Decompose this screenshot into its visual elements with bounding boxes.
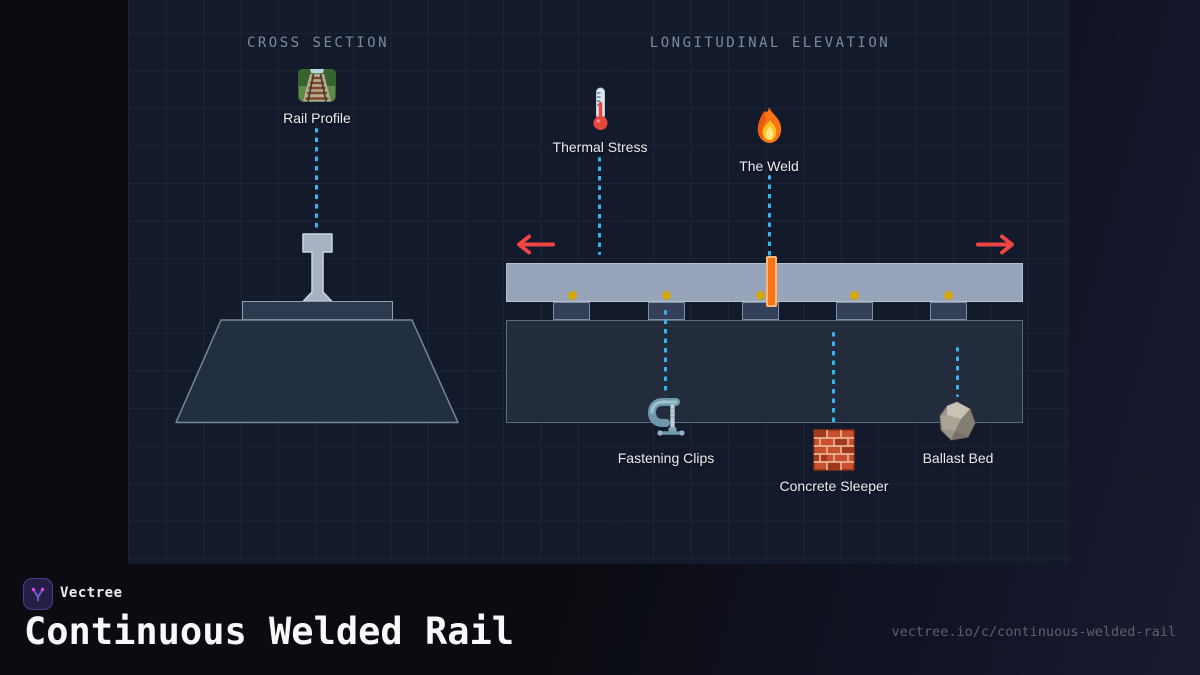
- longitudinal-header: LONGITUDINAL ELEVATION: [649, 35, 891, 51]
- sleeper: [836, 302, 873, 320]
- thermometer-icon: [593, 87, 608, 130]
- concrete-sleeper-label: Concrete Sleeper: [779, 478, 889, 494]
- rock-icon: [939, 401, 976, 441]
- rail-clip-dot: [568, 291, 577, 300]
- railway-track-icon: [298, 69, 336, 102]
- ballast-bed-leader-line: [956, 347, 959, 397]
- rail-clip-dot: [850, 291, 859, 300]
- weld-leader-line: [768, 175, 771, 256]
- weld-marker: [766, 256, 777, 307]
- arrow-left-icon: [517, 234, 555, 255]
- vectree-logo[interactable]: [23, 578, 53, 610]
- brick-icon: [813, 429, 855, 471]
- arrow-right-icon: [976, 234, 1014, 255]
- rail-profile-label: Rail Profile: [283, 110, 351, 126]
- sleeper: [930, 302, 967, 320]
- rail-profile-shape: [302, 233, 333, 303]
- rail-clip-dot: [756, 291, 765, 300]
- page-title: Continuous Welded Rail: [24, 610, 515, 653]
- weld-label: The Weld: [739, 158, 799, 174]
- diagram-canvas: CROSS SECTION Rail Profile: [128, 0, 1070, 564]
- ballast-bed-shape: [506, 320, 1023, 423]
- concrete-sleeper-leader-line: [832, 332, 835, 425]
- fastening-clips-label: Fastening Clips: [617, 450, 715, 466]
- brand-name: Vectree: [60, 585, 123, 601]
- fire-icon: [757, 107, 782, 143]
- cross-section-header: CROSS SECTION: [246, 35, 390, 51]
- page-url-link[interactable]: vectree.io/c/continuous-welded-rail: [891, 624, 1176, 640]
- vectree-logo-icon: [31, 587, 45, 602]
- fastening-clips-leader-line: [664, 310, 667, 396]
- rail-profile-leader-line: [315, 128, 318, 232]
- rail-clip-dot: [944, 291, 953, 300]
- sleeper: [553, 302, 590, 320]
- thermal-stress-leader-line: [598, 157, 601, 255]
- thermal-stress-label: Thermal Stress: [552, 139, 648, 155]
- clamp-icon: [648, 398, 685, 436]
- rail-clip-dot: [662, 291, 671, 300]
- ballast-bed-label: Ballast Bed: [922, 450, 994, 466]
- cross-section-sleeper: [242, 301, 393, 320]
- cross-section-ballast-shape: [175, 319, 459, 424]
